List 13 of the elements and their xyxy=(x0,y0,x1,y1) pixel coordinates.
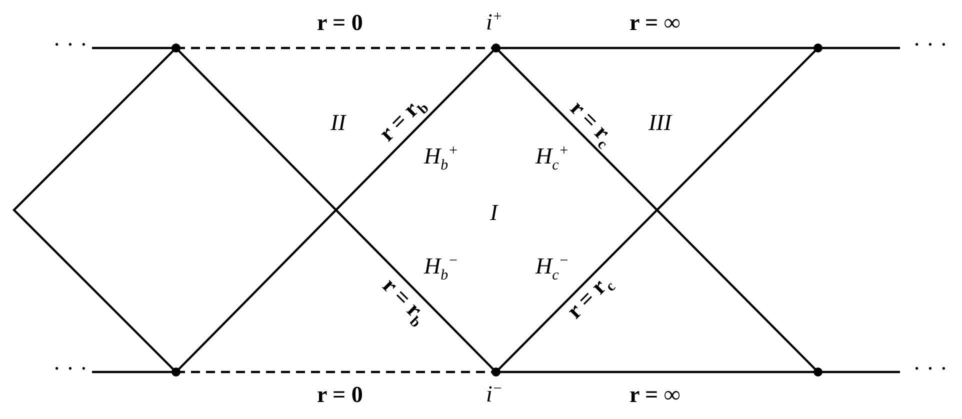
boundary-label: r = 0 xyxy=(317,10,363,34)
region-label: I xyxy=(490,200,498,224)
ellipsis: · · · xyxy=(913,32,948,56)
region-label: III xyxy=(648,110,672,134)
boundary-label: r = ∞ xyxy=(630,382,680,406)
infinity-label: i$^{−}$ xyxy=(486,382,502,406)
boundary-label: r = ∞ xyxy=(630,10,680,34)
region-label: II xyxy=(330,110,346,134)
boundary-label: r = 0 xyxy=(317,382,363,406)
ellipsis: · · · xyxy=(53,356,88,380)
ellipsis: · · · xyxy=(53,32,88,56)
infinity-label: i$^{+}$ xyxy=(486,10,502,34)
ellipsis: · · · xyxy=(913,356,948,380)
